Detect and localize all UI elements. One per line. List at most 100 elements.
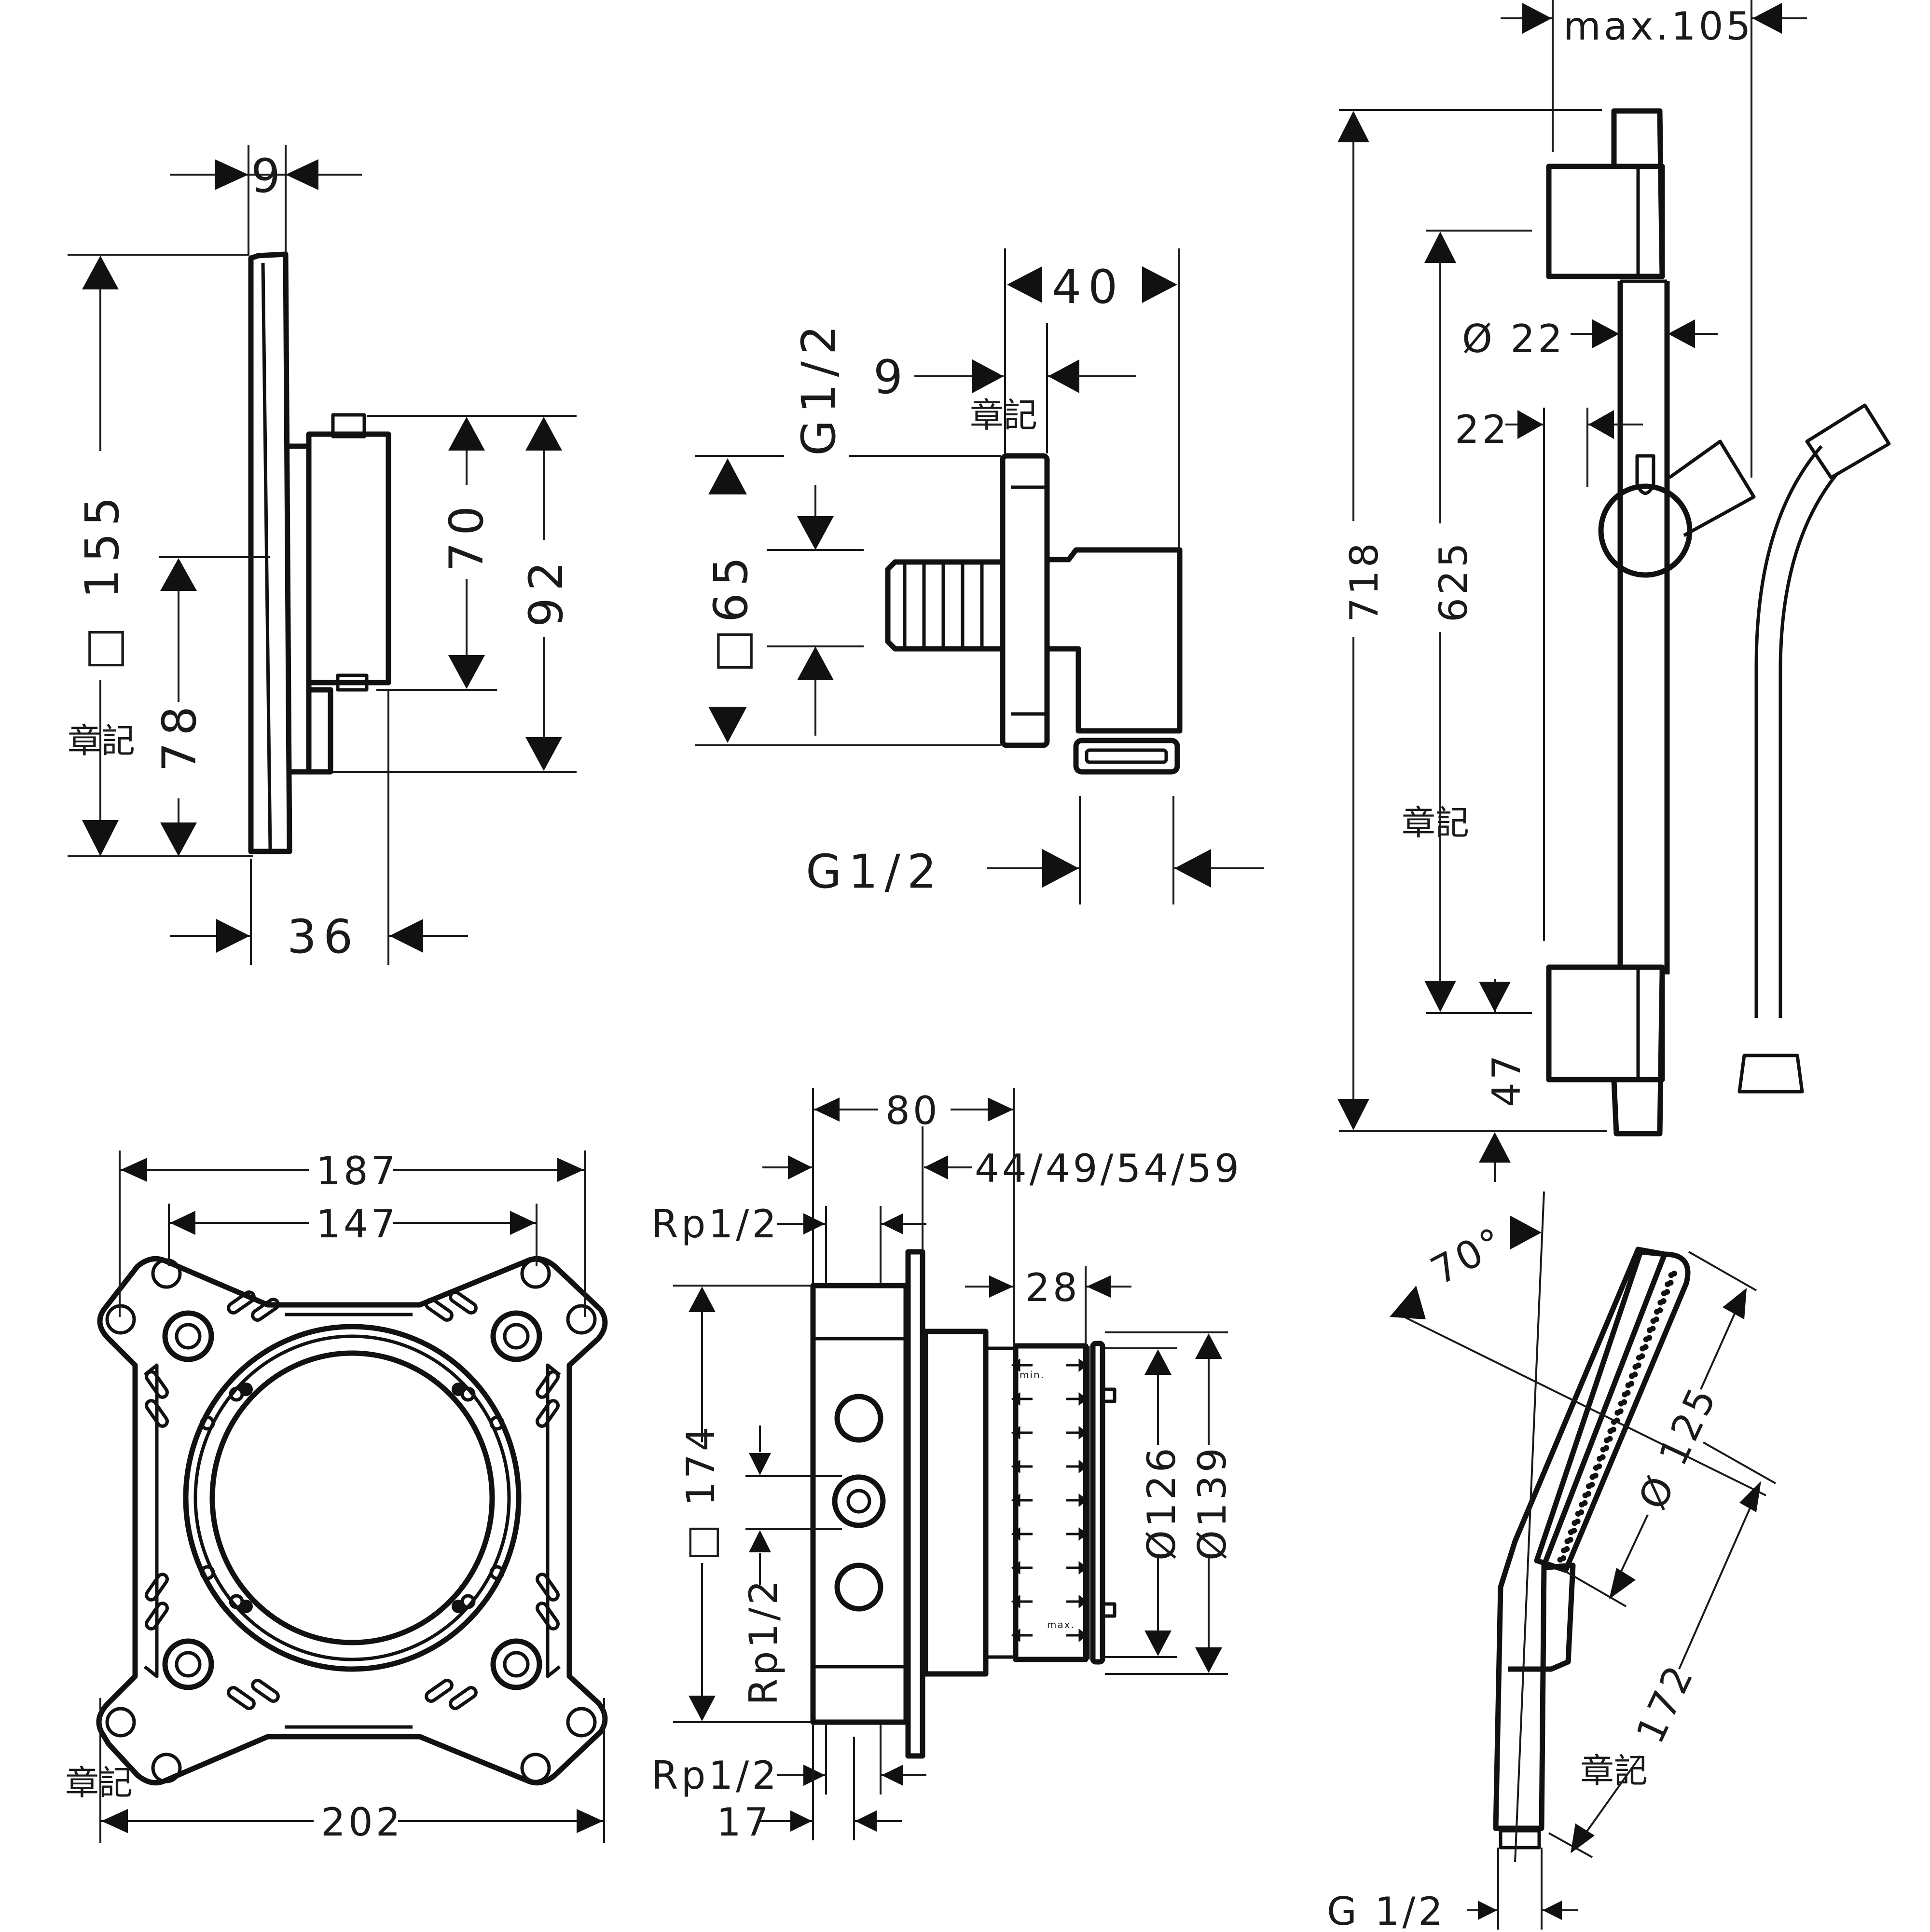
- arrow: [448, 655, 485, 689]
- arrow: [1479, 1132, 1511, 1163]
- dim-text-bracket-center: 47: [1484, 1052, 1529, 1107]
- arrow: [1195, 1333, 1222, 1359]
- hose-right-edge: [1778, 474, 1837, 1018]
- ext-line: [1548, 1832, 1593, 1858]
- dim-text-outlet-depth: 40: [1052, 260, 1124, 314]
- dim-text-thread: G 1/2: [1327, 1889, 1446, 1930]
- hose-top-nut: [1805, 403, 1891, 480]
- arrow: [82, 820, 119, 856]
- spray-nozzle: [1604, 1437, 1610, 1443]
- outlet-flange: [1000, 453, 1050, 748]
- spray-nozzle: [1657, 1300, 1664, 1306]
- arrow: [286, 159, 318, 190]
- arrow: [525, 737, 562, 771]
- arrow: [1592, 319, 1619, 348]
- spray-nozzle: [1625, 1382, 1631, 1388]
- sleeve-arrow-icon: [1011, 1629, 1033, 1642]
- dim-text-plate-square: □ 155: [75, 490, 129, 671]
- cartridge-top-cap: [331, 413, 366, 438]
- sleeve-arrow-icon: [1011, 1460, 1033, 1473]
- dim-text-overall-length: 718: [1342, 540, 1387, 622]
- arrow: [790, 1810, 812, 1832]
- sleeve-arrow-icon: [1011, 1426, 1033, 1439]
- dim-text-center-height: 78: [152, 699, 207, 772]
- ext-line: [1563, 1569, 1627, 1607]
- arrow: [797, 516, 834, 550]
- arrow: [814, 1097, 840, 1122]
- sleeve-arrow-icon: [1066, 1494, 1088, 1507]
- arrow: [216, 919, 250, 953]
- arrow: [797, 646, 834, 680]
- hose-connector: [1073, 738, 1180, 775]
- sleeve-ring: [1090, 1341, 1105, 1665]
- dim-text-side-connection: Rp1/2: [741, 1577, 786, 1705]
- corner-hole: [105, 1707, 136, 1738]
- spray-nozzle: [1557, 1557, 1563, 1563]
- arrow: [448, 417, 485, 451]
- arrow: [1543, 1901, 1562, 1920]
- inner-opening: [209, 1350, 495, 1645]
- arrow: [577, 1809, 603, 1833]
- dim-text-box-depth: 80: [885, 1088, 940, 1133]
- sleeve-arrow-icon: [1066, 1358, 1088, 1372]
- dim-text-offset: 17: [717, 1800, 772, 1845]
- dim-text-angle: 70°: [1423, 1218, 1513, 1294]
- arrow: [1195, 1647, 1222, 1673]
- dim-text-outlet-thread: G1/2: [806, 845, 943, 899]
- wall-outlet-view: 40 9 G1/2 □65 G1/2 章記: [695, 248, 1264, 904]
- sleeve-arrow-icon: [1011, 1561, 1033, 1575]
- sleeve-arrow-icon: [1066, 1527, 1088, 1541]
- plate-outline: [96, 1256, 608, 1786]
- sleeve-arrow-icon: [1011, 1494, 1033, 1507]
- ring-tab: [1103, 1602, 1117, 1618]
- arrow: [82, 256, 119, 289]
- spray-nozzle: [1561, 1548, 1567, 1554]
- lower-housing: [309, 687, 333, 775]
- thread-connector: [1499, 1829, 1541, 1850]
- arrow: [1048, 359, 1079, 393]
- box-sleeve: [984, 1346, 1017, 1659]
- angle-ref-line: [1394, 1311, 1766, 1496]
- dim-text-inlet-thread: G1/2: [792, 318, 846, 456]
- spray-nozzle: [1589, 1474, 1596, 1480]
- arrow: [972, 359, 1004, 393]
- dim-text-flange: 9: [873, 350, 910, 404]
- stamp-label: 章記: [1402, 803, 1469, 843]
- arrow: [1337, 1099, 1369, 1130]
- trim-plate-edge: [261, 262, 272, 850]
- spray-nozzle: [1640, 1345, 1646, 1352]
- dim-text-overall-body: 92: [519, 555, 573, 627]
- body-back-outline: [290, 443, 312, 775]
- spray-nozzle: [1614, 1410, 1621, 1416]
- box-body: [810, 1283, 909, 1725]
- arrow: [882, 1765, 903, 1786]
- sleeve-arrow-icon: [1066, 1629, 1088, 1642]
- spray-nozzle: [1661, 1290, 1667, 1297]
- arrow: [170, 1211, 195, 1235]
- arrow: [1723, 1288, 1747, 1319]
- arrow: [988, 1097, 1013, 1122]
- dim-text-projection: 36: [287, 910, 359, 964]
- spray-nozzle: [1585, 1483, 1592, 1489]
- stamp-label: 章記: [1580, 1751, 1648, 1791]
- spray-nozzle: [1593, 1465, 1599, 1471]
- arrow: [1007, 266, 1042, 303]
- spray-nozzle: [1597, 1455, 1603, 1462]
- arrow: [101, 1809, 128, 1833]
- port-middle: [832, 1474, 886, 1528]
- arrow: [1390, 1286, 1426, 1319]
- arrow: [1517, 410, 1543, 439]
- spray-nozzle: [1607, 1428, 1613, 1434]
- spray-nozzle: [1665, 1281, 1671, 1288]
- dim-text-bracket-offset: 22: [1455, 407, 1510, 452]
- spray-nozzle: [1647, 1327, 1653, 1333]
- ext-line: [1703, 1441, 1776, 1484]
- port-middle-inner: [846, 1489, 871, 1514]
- shower-head: [1534, 1249, 1691, 1573]
- ext-line: [1688, 1251, 1757, 1291]
- dim-text-rail-diameter: Ø 22: [1462, 316, 1565, 361]
- sleeve-arrow-icon: [1011, 1358, 1033, 1372]
- adjuster-top-left: [162, 1310, 214, 1362]
- spray-nozzle: [1643, 1336, 1649, 1343]
